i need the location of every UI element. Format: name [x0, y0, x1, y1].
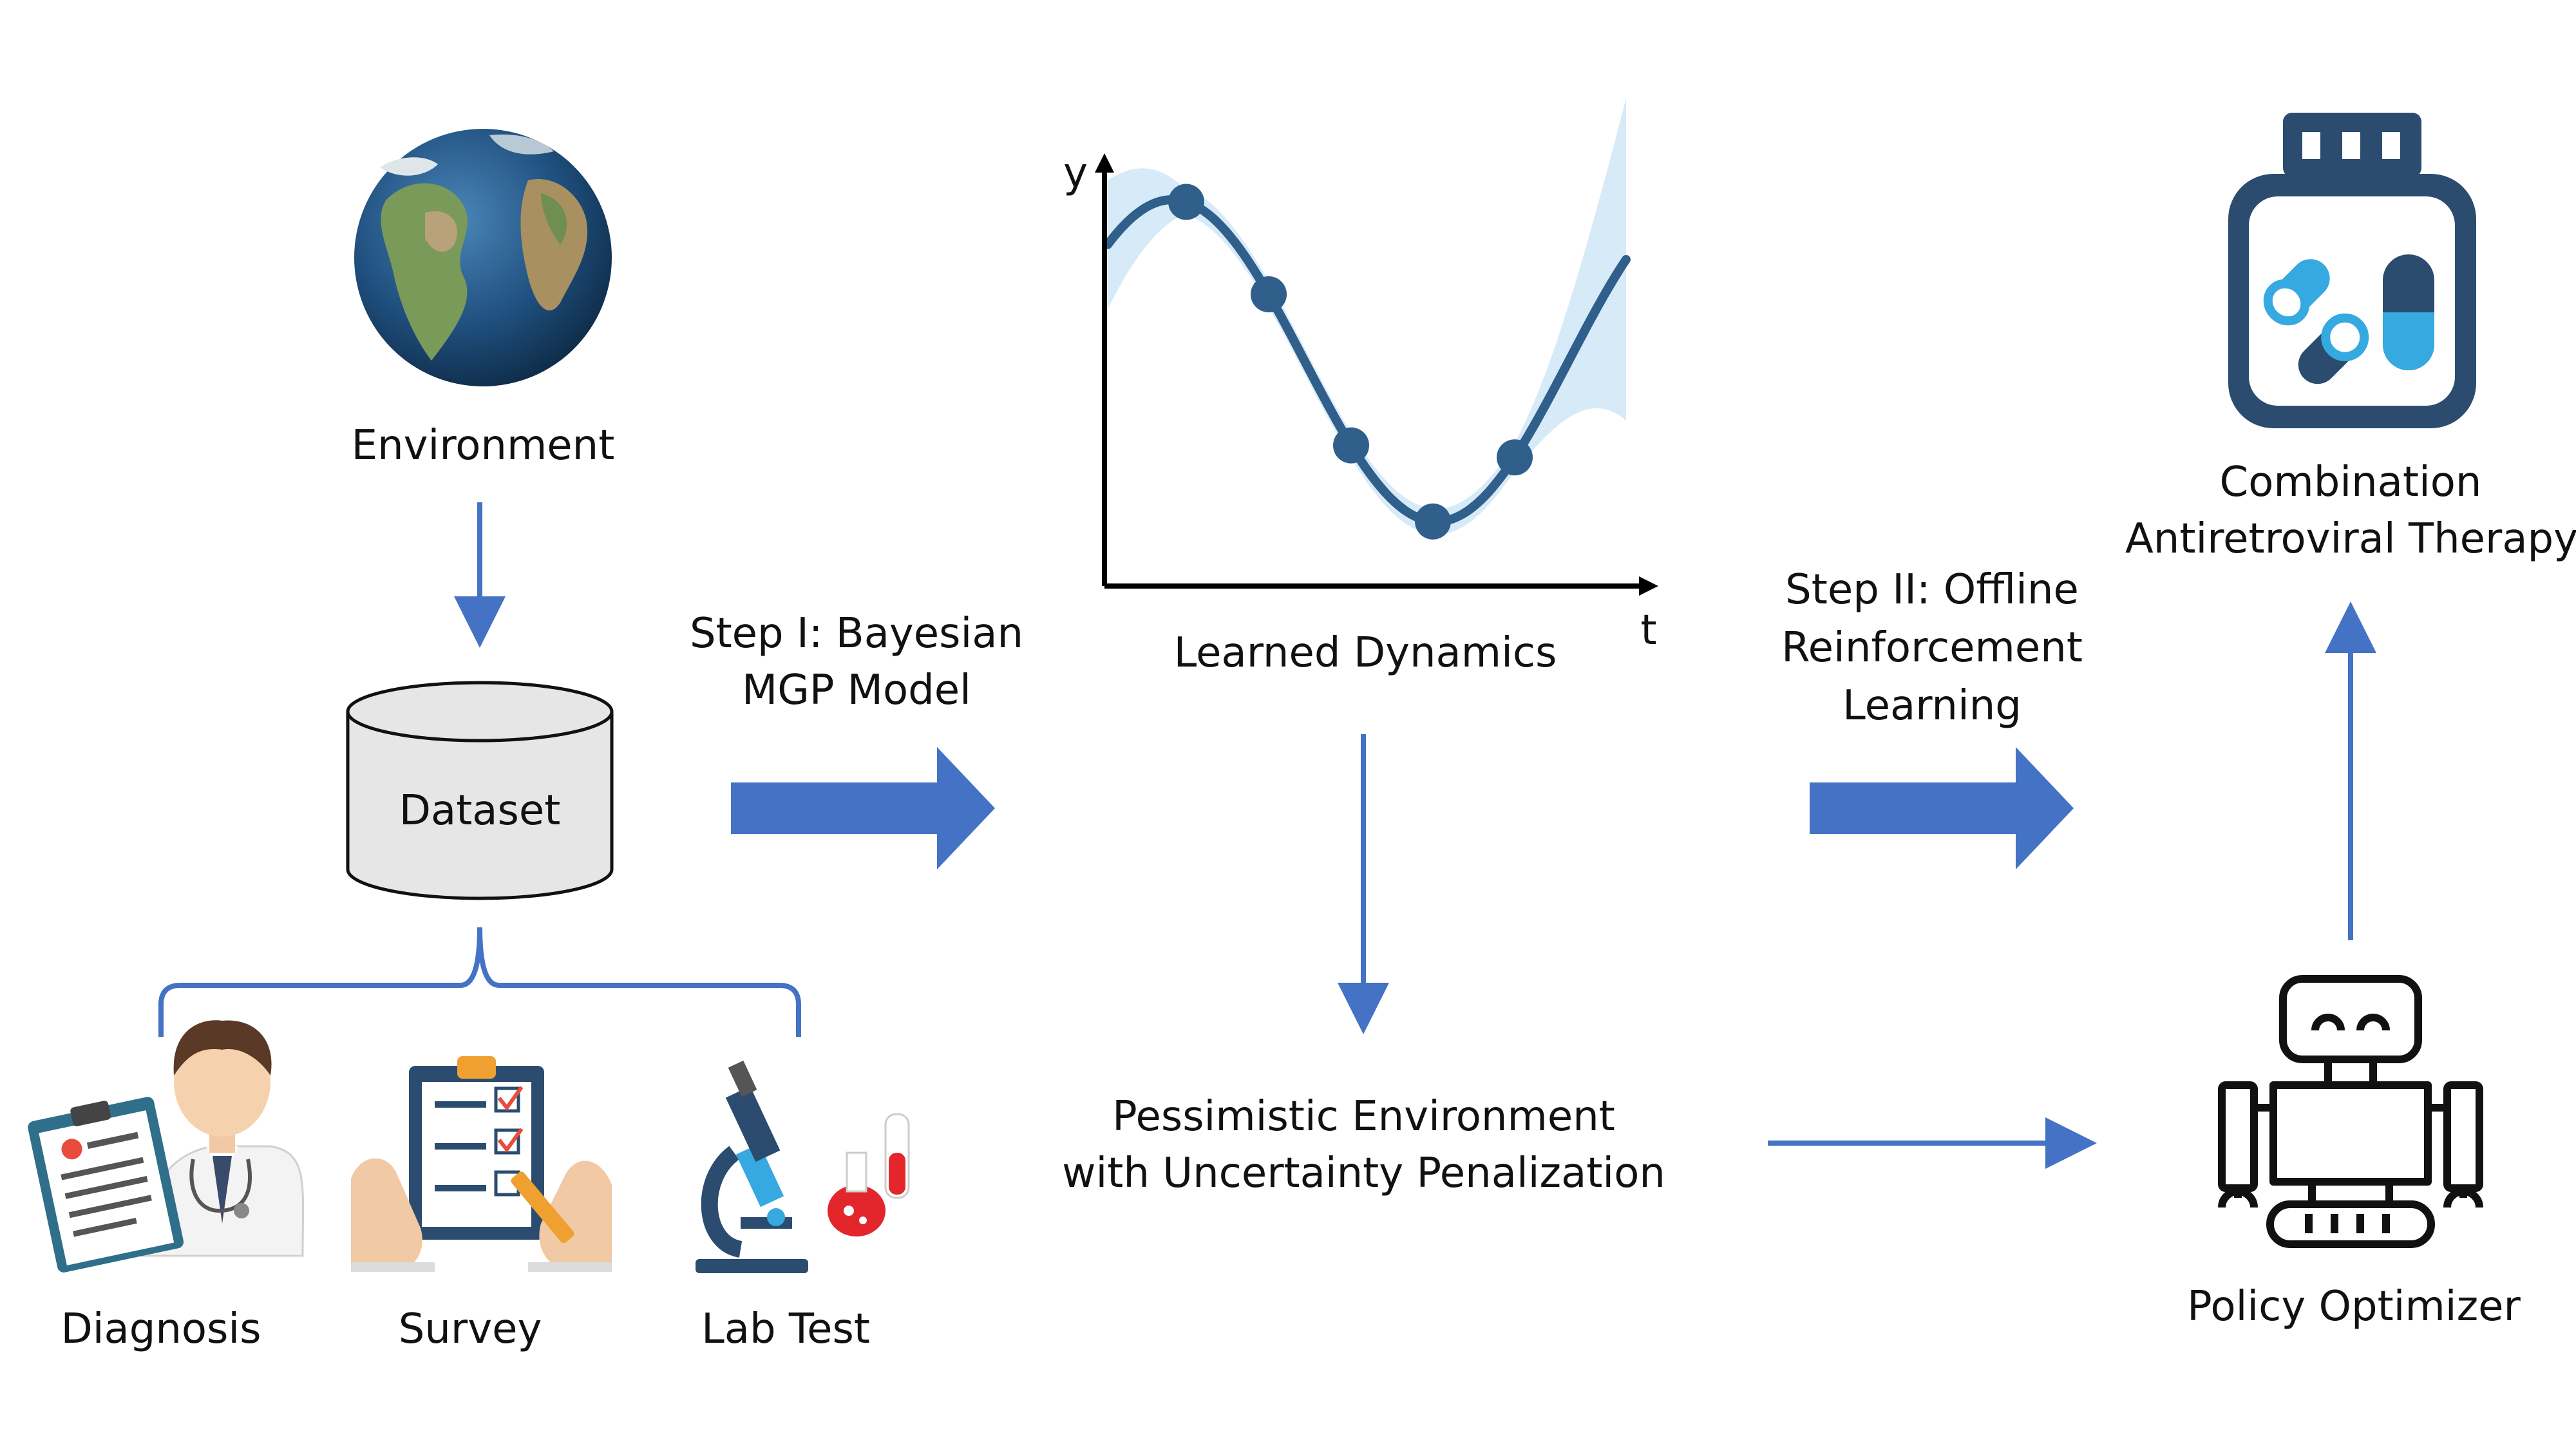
source-label-diagnosis: Diagnosis [61, 1305, 261, 1353]
step1-label-line2: MGP Model [742, 667, 971, 714]
chart-y-label: y [1063, 149, 1088, 197]
mean-curve [1103, 194, 1631, 527]
pessimistic-label-line1: Pessimistic Environment [1112, 1093, 1615, 1141]
step2-arrow [1810, 747, 2074, 869]
step1-arrow [731, 747, 995, 869]
source-label-survey: Survey [398, 1305, 542, 1353]
chart-x-label: t [1640, 607, 1657, 654]
globe-icon [354, 129, 612, 386]
dataset-cylinder-icon [346, 681, 614, 900]
microscope-flask-icon [696, 1060, 910, 1273]
learned-dynamics-label: Learned Dynamics [1173, 629, 1557, 677]
step2-label-line1: Step II: Offline [1785, 566, 2079, 614]
observation-point [1415, 503, 1451, 540]
observation-point [1168, 184, 1204, 220]
pessimistic-label-line2: with Uncertainty Penalization [1062, 1150, 1665, 1197]
observation-point [1497, 439, 1533, 476]
sources-brace [158, 927, 801, 1037]
observation-point [1333, 427, 1369, 464]
therapy-label-line1: Combination [2219, 459, 2482, 506]
dataset-label: Dataset [399, 787, 561, 835]
doctor-clipboard-icon [28, 1020, 305, 1273]
therapy-label-line2: Antiretroviral Therapy [2125, 515, 2576, 563]
robot-icon [2218, 975, 2483, 1248]
pill-bottle-icon [2228, 113, 2476, 428]
step1-label-line1: Step I: Bayesian [689, 610, 1024, 658]
environment-label: Environment [351, 422, 615, 469]
step2-label-line2: Reinforcement [1781, 624, 2083, 672]
policy-optimizer-label: Policy Optimizer [2187, 1283, 2521, 1331]
dynamics-chart [1095, 99, 1658, 596]
step2-label-line3: Learning [1842, 682, 2022, 730]
observation-point [1251, 276, 1287, 312]
source-label-lab-test: Lab Test [701, 1305, 870, 1353]
checklist-survey-icon [351, 1056, 612, 1272]
